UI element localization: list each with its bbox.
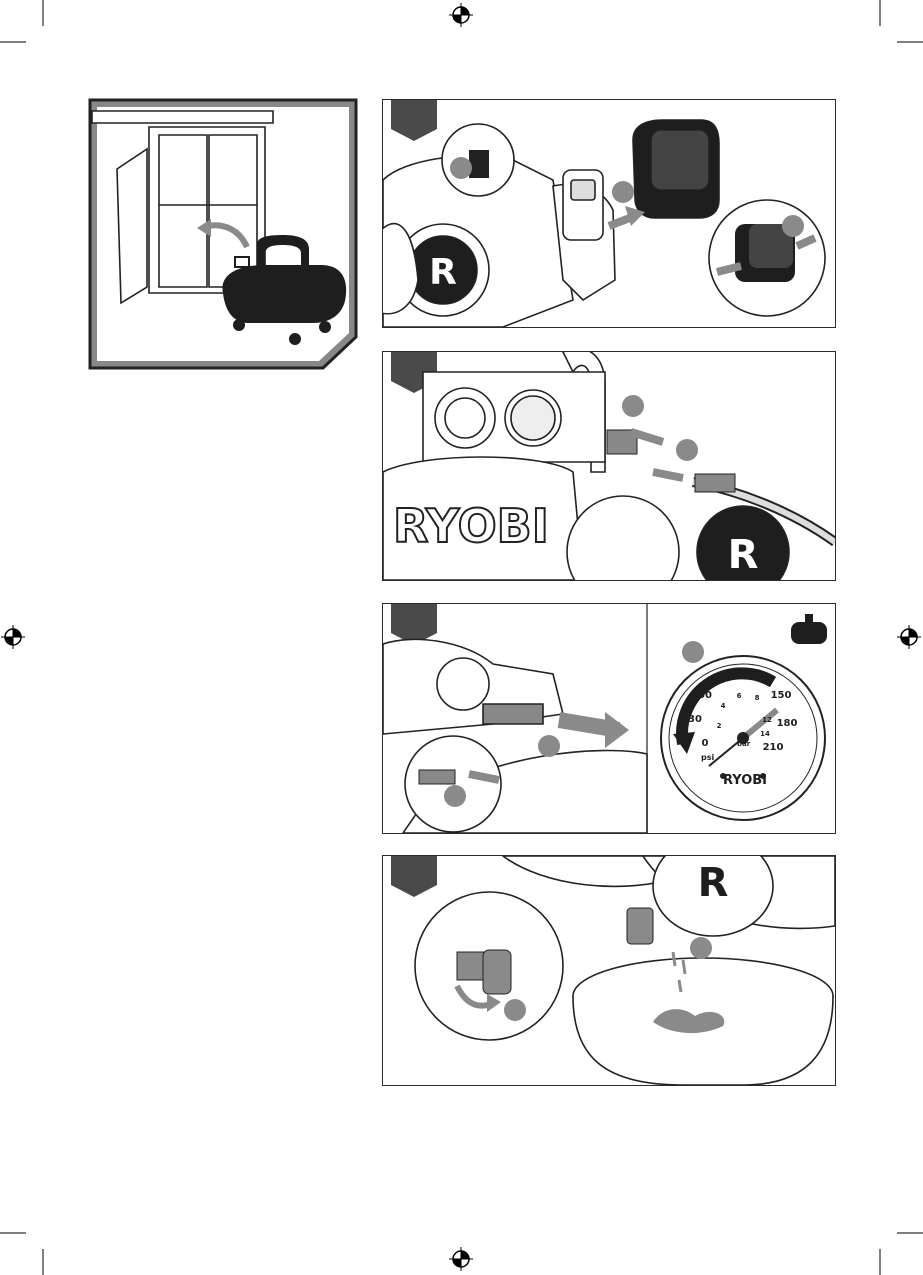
- callout-dot: [682, 641, 704, 663]
- step-panel-pressure: 0 30 60 90 120 150 180 210 2 4 6 8 12 14…: [382, 603, 836, 834]
- callout-dot: [612, 181, 634, 203]
- step-panel-hose: RYOBI R: [382, 351, 836, 581]
- callout-dot: [782, 215, 804, 237]
- bar-tick-4: 4: [721, 702, 726, 710]
- psi-tick-90: 90: [720, 672, 734, 683]
- bar-tick-2: 2: [717, 722, 722, 730]
- gauge-bar-unit: bar: [737, 740, 751, 748]
- gauge-brand: RYOBI: [723, 773, 767, 788]
- pressure-release-illustration: 0 30 60 90 120 150 180 210 2 4 6 8 12 14…: [383, 604, 827, 833]
- step-panel-battery: R: [382, 99, 836, 328]
- psi-tick-150: 150: [771, 690, 792, 701]
- step-tab: [391, 100, 437, 141]
- battery-illustration: [632, 119, 720, 219]
- gauge-psi-unit: psi: [701, 753, 714, 762]
- svg-text:R: R: [698, 860, 729, 906]
- psi-tick-60: 60: [698, 690, 712, 701]
- psi-tick-120: 120: [745, 670, 766, 681]
- step-tab: [391, 856, 437, 897]
- callout-dot: [676, 439, 698, 461]
- registration-mark-top: [449, 3, 473, 27]
- pressure-gauge: [660, 655, 826, 821]
- bar-tick-12: 12: [762, 716, 772, 724]
- arrow-icon: [629, 428, 665, 446]
- bar-tick-14: 14: [760, 730, 770, 738]
- registration-mark-left: [1, 625, 25, 649]
- psi-tick-0: 0: [702, 738, 709, 749]
- tank-icon: [791, 614, 827, 644]
- battery-insertion-illustration: R: [383, 119, 826, 327]
- callout-dot: [444, 785, 466, 807]
- callout-dot: [504, 999, 526, 1021]
- bar-tick-8: 8: [755, 694, 760, 702]
- step-panel-drain: R: [382, 855, 836, 1086]
- compressor-silhouette: [222, 235, 347, 345]
- registration-mark-right: [897, 625, 921, 649]
- cabinet-illustration: [91, 110, 274, 305]
- hose-connection-illustration: RYOBI R: [383, 352, 835, 580]
- svg-text:R: R: [728, 532, 759, 578]
- brand-logo: RYOBI: [393, 499, 549, 553]
- gauge-bar-ticks: 2 4 6 8 12 14: [717, 692, 772, 738]
- storage-panel: [88, 98, 358, 370]
- drain-tank-illustration: R: [414, 856, 835, 1085]
- psi-tick-210: 210: [763, 742, 784, 753]
- callout-dot: [622, 395, 644, 417]
- registration-mark-bottom: [449, 1247, 473, 1271]
- bar-tick-6: 6: [737, 692, 742, 700]
- callout-dot: [690, 937, 712, 959]
- callout-dot: [538, 735, 560, 757]
- psi-tick-30: 30: [688, 714, 702, 725]
- svg-text:R: R: [429, 252, 457, 293]
- callout-dot: [450, 157, 472, 179]
- gauge-psi-ticks: 0 30 60 90 120 150 180 210: [688, 670, 797, 753]
- arrow-icon: [716, 262, 742, 276]
- psi-tick-180: 180: [777, 718, 798, 729]
